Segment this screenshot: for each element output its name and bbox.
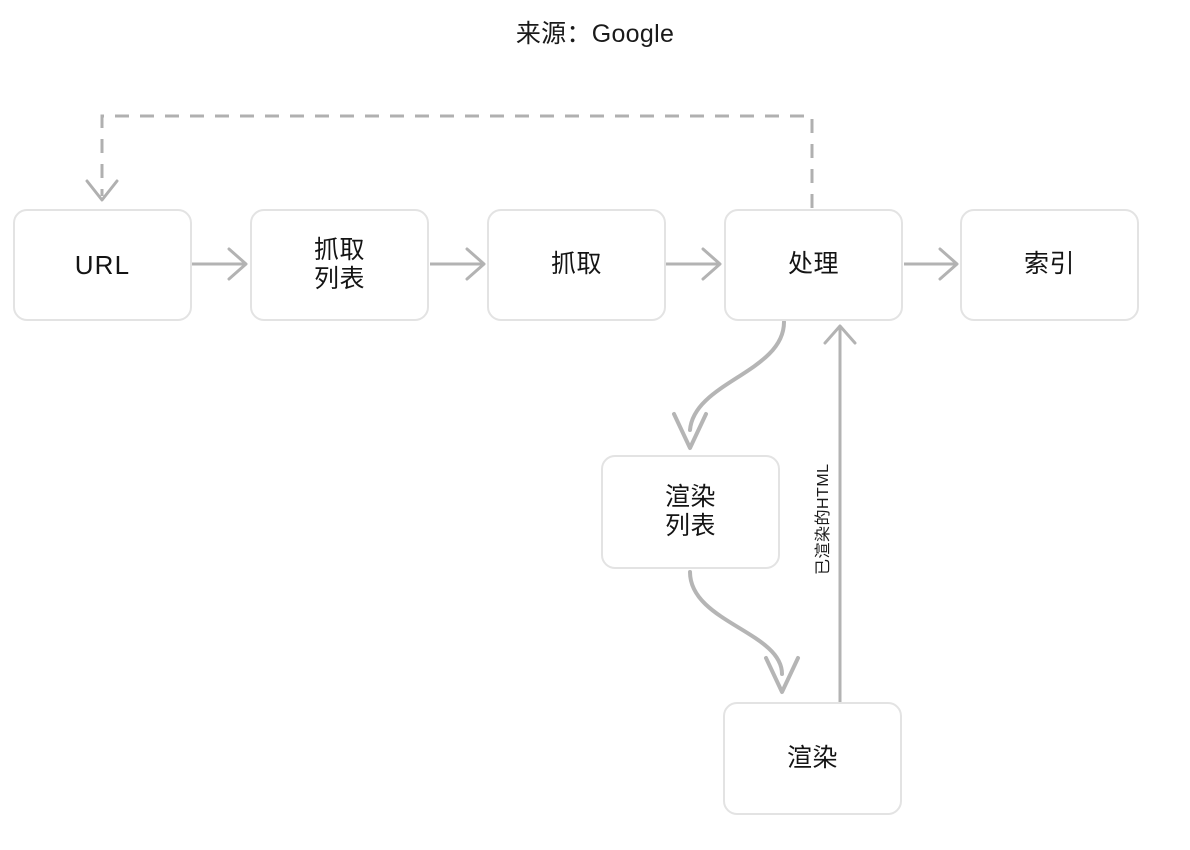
edge-url-to-crawl-queue xyxy=(192,247,248,281)
node-process[interactable]: 处理 xyxy=(724,209,903,321)
node-crawl[interactable]: 抓取 xyxy=(487,209,666,321)
node-index[interactable]: 索引 xyxy=(960,209,1139,321)
node-process-label: 处理 xyxy=(787,250,839,279)
node-render-queue-label: 渲染 列表 xyxy=(664,482,716,541)
node-crawl-label: 抓取 xyxy=(550,250,602,279)
node-render[interactable]: 渲染 xyxy=(723,702,902,815)
edge-render-to-process xyxy=(823,324,857,702)
node-crawl-queue-label: 抓取 列表 xyxy=(313,235,365,294)
diagram-title: 来源：Google xyxy=(515,20,675,48)
edge-render-queue-to-render xyxy=(688,570,800,694)
node-index-label: 索引 xyxy=(1023,250,1075,279)
edge-label-rendered-html: 已渲染的HTML xyxy=(815,463,832,575)
edge-crawl-queue-to-crawl xyxy=(430,247,486,281)
edge-process-to-render-queue xyxy=(672,320,786,450)
edge-process-to-url-arrowhead xyxy=(85,179,119,202)
edge-process-to-url-feedback xyxy=(100,114,814,208)
node-render-label: 渲染 xyxy=(786,743,838,772)
node-crawl-queue[interactable]: 抓取 列表 xyxy=(250,209,429,321)
node-url-label: URL xyxy=(74,249,131,280)
edge-crawl-to-process xyxy=(666,247,722,281)
edge-process-to-index xyxy=(904,247,959,281)
node-url[interactable]: URL xyxy=(13,209,192,321)
node-render-queue[interactable]: 渲染 列表 xyxy=(601,455,780,569)
